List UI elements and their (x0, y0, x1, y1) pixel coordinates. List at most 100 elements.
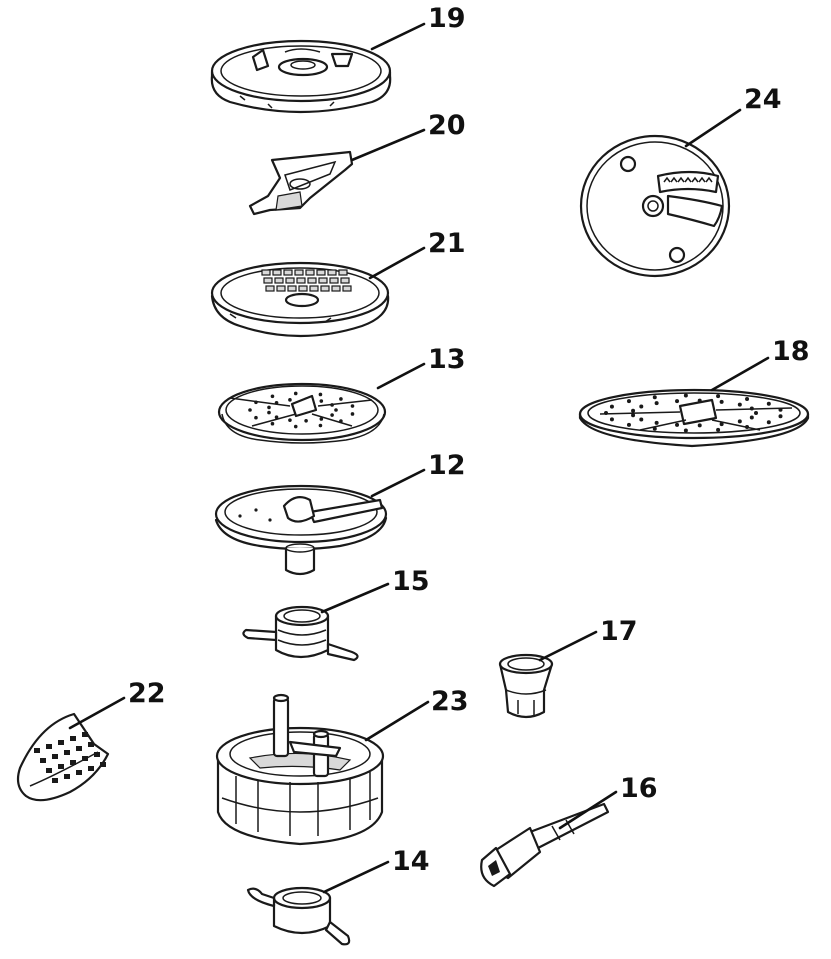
grate-hole (766, 420, 771, 425)
grate-hole (697, 423, 702, 428)
leader-20 (350, 128, 426, 162)
label-14: 14 (392, 846, 430, 877)
dice-cell (331, 285, 341, 292)
grate-hole (719, 399, 724, 404)
grate-hole (626, 422, 631, 427)
dice-cell (342, 285, 352, 292)
grate-hole (318, 392, 323, 397)
grate-hole (639, 404, 644, 409)
grate-hole (254, 415, 258, 420)
tool-hole (58, 764, 64, 769)
part-24-shredding-disc (579, 134, 731, 278)
grate-hole (609, 404, 614, 409)
shred-tooth (705, 176, 713, 183)
tool-hole (46, 768, 52, 773)
grate-hole (270, 394, 275, 399)
grate-hole (737, 419, 742, 424)
tool-hole (34, 748, 40, 753)
dice-cell (296, 277, 306, 284)
dice-cell (287, 285, 297, 292)
grate-hole (248, 408, 252, 412)
part-14-blade-lower (246, 886, 351, 946)
dice-cell (329, 277, 339, 284)
tool-hole (70, 736, 76, 741)
grate-hole (719, 422, 724, 427)
grate-hole (319, 399, 324, 403)
dice-cell (294, 269, 304, 276)
dice-cell (276, 285, 286, 292)
tool-hole (46, 744, 52, 749)
dice-cell (285, 277, 295, 284)
grate-hole (267, 405, 271, 410)
grate-hole (626, 399, 631, 404)
leader-14 (322, 860, 390, 894)
part-21-dicing-disc (210, 261, 390, 338)
grate-hole (683, 428, 688, 433)
grate-hole (716, 394, 721, 399)
grate-hole (288, 398, 292, 402)
grate-hole (639, 417, 644, 422)
shred-tooth (677, 176, 685, 183)
dice-cell (340, 277, 350, 284)
grate-hole (334, 408, 338, 412)
grate-hole (754, 411, 758, 415)
grate-hole (749, 415, 754, 420)
grate-hole (293, 391, 298, 396)
grate-hole (652, 395, 657, 400)
tool-hole (88, 766, 94, 771)
tool-hole (64, 774, 70, 779)
tool-hole (40, 758, 46, 763)
grate-hole (293, 424, 298, 429)
tool-hole (52, 754, 58, 759)
part-17-adapter-cup (498, 653, 554, 719)
part-18-grating-disc (578, 388, 810, 448)
label-21: 21 (428, 228, 466, 259)
dice-cell (309, 285, 319, 292)
label-22: 22 (128, 678, 166, 709)
grate-hole (631, 408, 636, 413)
part-15-blade-upper (242, 605, 359, 662)
part-16-drive-shaft (480, 802, 610, 888)
grate-hole (654, 420, 659, 425)
shred-tooth (670, 176, 678, 183)
grating-holes (604, 393, 783, 433)
part-19-lid-disc (210, 39, 392, 114)
dice-cell (298, 285, 308, 292)
leader-13 (376, 362, 426, 390)
shred-tooth (698, 176, 706, 183)
dice-cell (338, 269, 348, 276)
part-20-blade-insert (248, 150, 354, 216)
grate-hole (288, 418, 292, 422)
tool-hole (64, 750, 70, 755)
label-20: 20 (428, 110, 466, 141)
tool-hole (94, 752, 100, 757)
grate-hole (716, 427, 721, 432)
grate-hole (766, 401, 771, 406)
leader-16 (558, 790, 618, 830)
grate-hole (675, 399, 680, 404)
tool-holes (34, 732, 106, 783)
dice-grid (261, 269, 352, 292)
grate-hole (270, 421, 275, 426)
grate-hole (778, 414, 783, 419)
grate-hole (609, 417, 614, 422)
grate-hole (319, 417, 324, 421)
label-12: 12 (428, 450, 466, 481)
part-13-grating-disc (217, 382, 387, 444)
leader-15 (320, 582, 390, 614)
label-16: 16 (620, 773, 658, 804)
shred-tooth (691, 176, 699, 183)
part-12-slicing-disc (214, 484, 388, 576)
dice-cell (318, 277, 328, 284)
leader-19 (370, 22, 426, 51)
dice-cell (274, 277, 284, 284)
grate-hole (683, 393, 688, 398)
grate-hole (745, 396, 750, 401)
label-15: 15 (392, 566, 430, 597)
tool-hole (82, 732, 88, 737)
grate-hole (675, 422, 680, 427)
grate-hole (330, 413, 334, 417)
label-24: 24 (744, 84, 782, 115)
shred-tooth (663, 176, 671, 183)
